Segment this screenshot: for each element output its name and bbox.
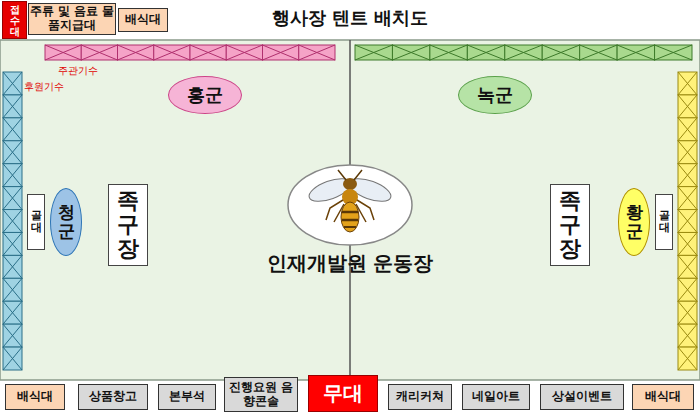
- node-text: 배식대: [125, 13, 161, 27]
- tent: [3, 301, 22, 324]
- stage-box: 무대: [308, 375, 378, 412]
- node-text: 족구장: [559, 189, 581, 262]
- tent: [678, 72, 697, 95]
- tent: [655, 45, 692, 60]
- node-text: 진행요원 음향콘솔: [225, 381, 297, 409]
- court-box: 족구장: [550, 184, 590, 266]
- node-text: 무대: [323, 382, 363, 405]
- tent: [430, 45, 467, 60]
- node-text: 족구장: [117, 189, 139, 262]
- tent: [678, 347, 697, 370]
- booth-box: 본부석: [158, 384, 216, 410]
- tent: [3, 210, 22, 233]
- sponsor-label: 주관기수: [58, 64, 98, 78]
- tent: [190, 45, 226, 60]
- tent: [580, 45, 617, 60]
- buffet-desk: 배식대: [118, 8, 168, 32]
- node-text: 배식대: [17, 390, 53, 404]
- tent: [678, 118, 697, 141]
- node-text: 상설이벤트: [552, 390, 612, 404]
- node-text: 본부석: [169, 390, 205, 404]
- tent: [392, 45, 429, 60]
- tent: [3, 278, 22, 301]
- booth-box: 상설이벤트: [540, 384, 624, 410]
- tent: [3, 118, 22, 141]
- goal-post: 골대: [27, 194, 45, 250]
- court-box: 족구장: [108, 184, 148, 266]
- node-text: 주류 및 음료 물품지급대: [29, 5, 115, 33]
- tent: [467, 45, 504, 60]
- tent: [678, 255, 697, 278]
- tent: [678, 301, 697, 324]
- tent: [3, 72, 22, 95]
- tent: [678, 141, 697, 164]
- supply-desk: 주류 및 음료 물품지급대: [28, 3, 116, 35]
- node-text: 골대: [659, 210, 670, 234]
- node-text: 골대: [31, 210, 42, 234]
- tent: [617, 45, 654, 60]
- tent: [678, 210, 697, 233]
- tent: [678, 164, 697, 187]
- buffet-desk: 배식대: [632, 384, 694, 410]
- goal-post: 골대: [655, 194, 673, 250]
- tent: [505, 45, 542, 60]
- tent: [3, 141, 22, 164]
- node-text: 배식대: [645, 390, 681, 404]
- tent: [3, 324, 22, 347]
- booth-box: 진행요원 음향콘솔: [224, 377, 298, 412]
- node-text: 접수대: [10, 4, 20, 37]
- node-text: 상품창고: [89, 390, 137, 404]
- node-text: 네일아트: [472, 390, 520, 404]
- tent: [678, 232, 697, 255]
- tent: [678, 95, 697, 118]
- team-ellipse: 청군: [50, 188, 82, 256]
- tent: [3, 95, 22, 118]
- tent: [3, 164, 22, 187]
- booth-box: 네일아트: [462, 384, 530, 410]
- tent: [3, 255, 22, 278]
- node-text: 황군: [626, 203, 643, 240]
- tent: [542, 45, 579, 60]
- reception-desk: 접수대: [2, 1, 27, 39]
- sponsor-label: 후원기수: [24, 80, 64, 94]
- tent: [355, 45, 392, 60]
- tent: [678, 324, 697, 347]
- tent: [118, 45, 154, 60]
- tent: [678, 187, 697, 210]
- tent: [678, 278, 697, 301]
- node-text: 홍군: [187, 85, 223, 106]
- team-ellipse: 홍군: [168, 76, 242, 114]
- team-ellipse: 황군: [618, 188, 650, 256]
- tent: [45, 45, 81, 60]
- node-text: 캐리커쳐: [396, 390, 444, 404]
- tent: [81, 45, 117, 60]
- node-text: 청군: [58, 203, 75, 240]
- tent: [226, 45, 262, 60]
- tent: [3, 347, 22, 370]
- tent: [3, 187, 22, 210]
- tent: [263, 45, 299, 60]
- tent: [154, 45, 190, 60]
- tent: [299, 45, 335, 60]
- buffet-desk: 배식대: [5, 384, 65, 410]
- team-ellipse: 녹군: [458, 76, 532, 114]
- tent: [3, 232, 22, 255]
- bee-emblem: [288, 165, 412, 245]
- field: [0, 40, 700, 380]
- venue-label: 인재개발원 운동장: [0, 250, 700, 277]
- booth-box: 상품창고: [78, 384, 148, 410]
- node-text: 녹군: [477, 85, 513, 106]
- booth-box: 캐리커쳐: [388, 384, 452, 410]
